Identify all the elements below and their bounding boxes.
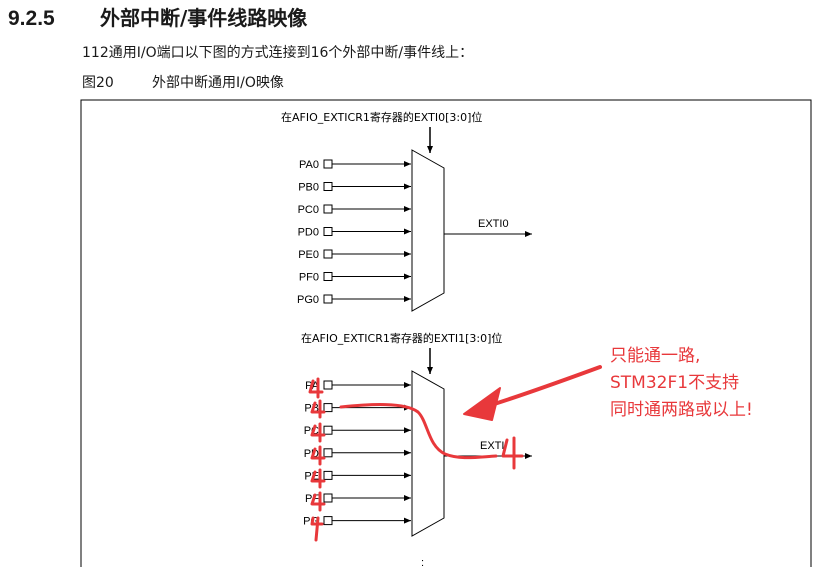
mux0-input-label: PA0 (299, 159, 319, 171)
continuation-ellipsis: : (421, 557, 424, 567)
annotation-line-3: 同时通两路或以上! (610, 400, 753, 420)
mux0-input-pin (323, 227, 333, 236)
mux0-input-pin (323, 159, 333, 169)
section-number: 9.2.5 (8, 7, 55, 30)
mux0-body (411, 149, 445, 312)
mux1-input-pin (323, 470, 333, 480)
mux0-input-pin (323, 249, 333, 259)
mux0-input-label: PF0 (299, 272, 319, 284)
figure-caption: 图20 外部中断通用I/O映像 (82, 72, 284, 92)
mark-4-pb (310, 399, 326, 419)
mux1-input-pin (323, 448, 333, 458)
mux-exti0: 在AFIO_EXTICR1寄存器的EXTI0[3:0]位 EXTI0 PA0PB… (281, 110, 532, 312)
pointer-arrow-shaft (486, 365, 602, 408)
section-title: 外部中断/事件线路映像 (100, 6, 308, 30)
mux0-input-label: PD0 (298, 227, 319, 239)
mux0-input-label: PC0 (298, 204, 319, 216)
mux1-register-label: 在AFIO_EXTICR1寄存器的EXTI1[3:0]位 (301, 331, 502, 345)
mark-4-exti (501, 436, 524, 470)
handwritten-annotations (308, 365, 602, 542)
annotation-note: 只能通一路, STM32F1不支持 同时通两路或以上! (610, 343, 753, 424)
selected-path-stroke (339, 403, 498, 460)
mux0-register-label: 在AFIO_EXTICR1寄存器的EXTI0[3:0]位 (281, 110, 482, 124)
mux1-body (411, 370, 445, 537)
mux1-input-pin (323, 516, 333, 526)
mux1-input-pin (323, 380, 333, 390)
mux1-input-pin (323, 493, 333, 503)
annotation-line-2: STM32F1不支持 (610, 373, 740, 393)
figure-frame (80, 99, 812, 567)
mux0-input-pin (323, 272, 333, 281)
mux0-input-pin (323, 204, 333, 214)
mux0-input-label: PE0 (298, 249, 319, 261)
mux0-input-label: PB0 (298, 182, 319, 194)
mark-4-pc (310, 422, 326, 443)
intro-paragraph: 112通用I/O端口以下图的方式连接到16个外部中断/事件线上： (82, 45, 474, 61)
mux0-output-label: EXTI0 (478, 218, 509, 230)
mux0-input-pin (323, 294, 333, 304)
mark-4-pf (310, 491, 326, 512)
annotation-line-1: 只能通一路, (610, 346, 701, 366)
mark-4-pd (310, 445, 326, 466)
figure-title: 外部中断通用I/O映像 (152, 75, 284, 91)
mux0-input-pin (323, 182, 333, 191)
mark-4-pe (310, 468, 326, 489)
mux1-output-label: EXTI (480, 440, 504, 452)
mark-4-pa (308, 377, 324, 399)
figure-label: 图20 (82, 75, 114, 91)
section-heading: 9.2.5 外部中断/事件线路映像 (8, 2, 307, 34)
mux1-input-pin (323, 425, 333, 435)
mux1-input-pin (323, 403, 333, 413)
mux0-input-label: PG0 (297, 294, 319, 306)
pointer-arrowhead (463, 387, 501, 421)
mark-4-pg (310, 516, 324, 542)
mux-exti1: 在AFIO_EXTICR1寄存器的EXTI1[3:0]位 EXTI PAPBPC… (301, 331, 532, 537)
